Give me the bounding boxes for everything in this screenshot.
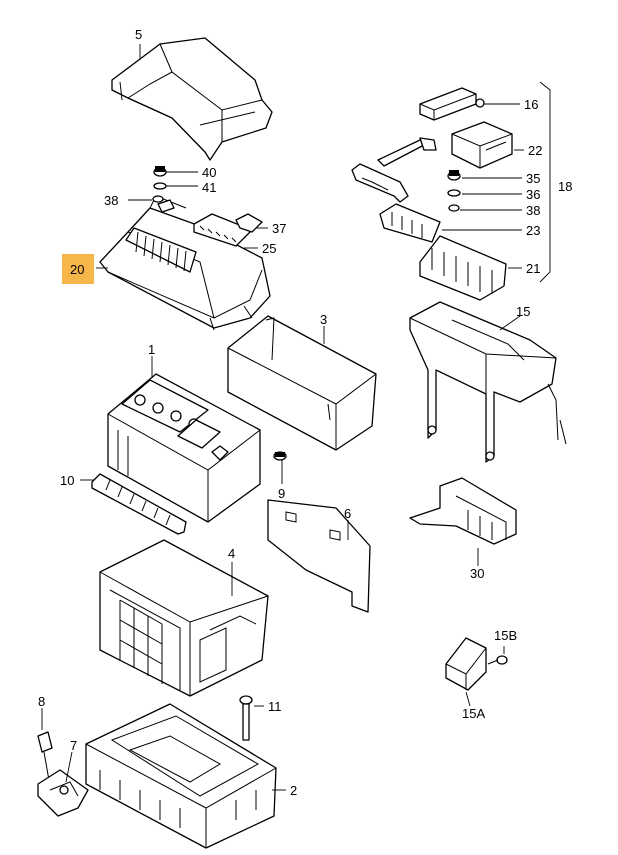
clamp-part [91,473,187,535]
bracket-part-15 [409,301,567,463]
label-25: 25 [262,241,276,256]
label-16: 16 [524,97,538,112]
label-4: 4 [228,546,235,561]
label-30: 30 [470,566,484,581]
label-15a: 15A [462,706,485,721]
insulation-sleeve-part [227,315,377,451]
label-38-right: 38 [526,203,540,218]
label-40: 40 [202,165,216,180]
label-3: 3 [320,312,327,327]
screw-15b [487,655,508,665]
bolt-11 [239,695,253,741]
label-41: 41 [202,180,216,195]
label-10: 10 [60,473,74,488]
label-20: 20 [70,262,84,277]
right-nut-stack [447,170,461,212]
label-6: 6 [344,506,351,521]
bolt-8 [37,731,53,787]
label-23: 23 [526,223,540,238]
screw-9 [273,451,287,461]
fuse-carrier-bracket-part [99,195,271,331]
leader-lines [41,44,551,791]
label-15b: 15B [494,628,517,643]
label-5: 5 [135,27,142,42]
bracket-part-30 [409,477,517,545]
cable-strap-part [351,137,437,203]
label-38-left: 38 [104,193,118,208]
label-35: 35 [526,171,540,186]
label-36: 36 [526,187,540,202]
label-8: 8 [38,694,45,709]
label-2: 2 [290,783,297,798]
relay-part-16 [419,87,485,121]
highlight-box-20 [62,254,94,284]
label-11: 11 [268,699,282,714]
relay-part-15a [445,637,487,691]
fuse-holder-part-21 [419,235,507,301]
battery-cover-part [111,37,273,161]
insulation-panel-part [267,499,371,613]
control-unit-part-22 [451,121,513,169]
label-22: 22 [528,143,542,158]
part-labels: 5 40 41 38 37 25 20 3 1 9 10 6 4 11 8 7 … [38,27,572,798]
lower-tray-part [85,703,277,849]
label-1: 1 [148,342,155,357]
nut-washer-stack [152,166,167,203]
battery-part [107,373,261,523]
bracket-7 [37,769,89,817]
label-18: 18 [558,179,572,194]
label-21: 21 [526,261,540,276]
label-37: 37 [272,221,286,236]
label-9: 9 [278,486,285,501]
label-7: 7 [70,738,77,753]
label-15: 15 [516,304,530,319]
terminal-block-part-23 [379,203,441,243]
battery-tray-part [99,539,269,697]
